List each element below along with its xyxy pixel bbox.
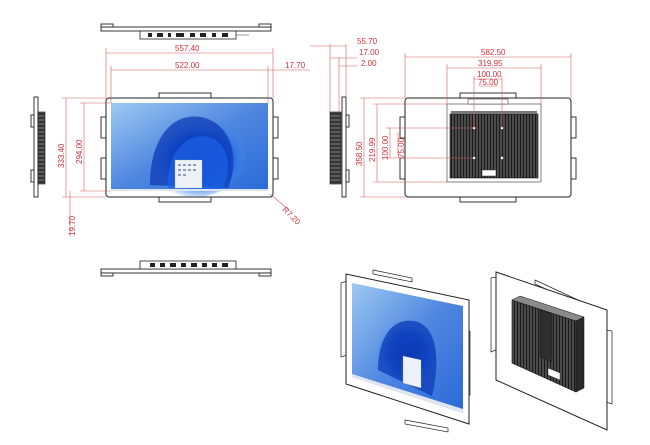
iso-front-view: [340, 269, 471, 433]
top-view: [100, 23, 272, 40]
iso-rear-view: [490, 271, 613, 431]
dim-rear-mount-width: 319.95: [478, 59, 503, 68]
dim-rear-mount-height: 219.99: [368, 137, 377, 162]
dim-front-bottom-offset: 19.70: [68, 215, 77, 236]
dim-side-panel-offset: 2.00: [361, 59, 377, 68]
dim-rear-overall-height: 358.50: [355, 141, 364, 166]
left-side-profile: [30, 96, 46, 198]
dim-front-right-bezel: 17.70: [285, 61, 306, 70]
dim-rear-vesa-75-h: 75.00: [478, 78, 499, 87]
rear-heatsink: [449, 113, 539, 179]
dim-rear-vesa-100-v: 100.00: [381, 135, 390, 160]
dim-side-total-depth: 55.70: [357, 37, 378, 46]
dim-rear-vesa-100-h: 100.00: [477, 70, 502, 79]
rear-view: 582.50 319.95 100.00 75.00 358.50 219.99…: [355, 48, 577, 203]
side-view: 55.70 17.00 2.00: [310, 37, 380, 198]
bottom-view: [100, 260, 272, 277]
dim-front-overall-height: 333.40: [57, 143, 66, 168]
dim-side-bracket-depth: 17.00: [359, 48, 380, 57]
dim-front-screen-height: 294.00: [75, 139, 84, 164]
dim-rear-overall-width: 582.50: [481, 48, 506, 57]
dim-rear-vesa-75-v: 75.00: [397, 137, 406, 158]
dim-front-screen-width: 522.00: [175, 61, 200, 70]
front-view: 557.40 522.00 17.70 333.40 294.00 19.70 …: [30, 44, 310, 236]
dim-front-corner-radius: R7.20: [281, 205, 303, 227]
dim-front-overall-width: 557.40: [175, 44, 200, 53]
